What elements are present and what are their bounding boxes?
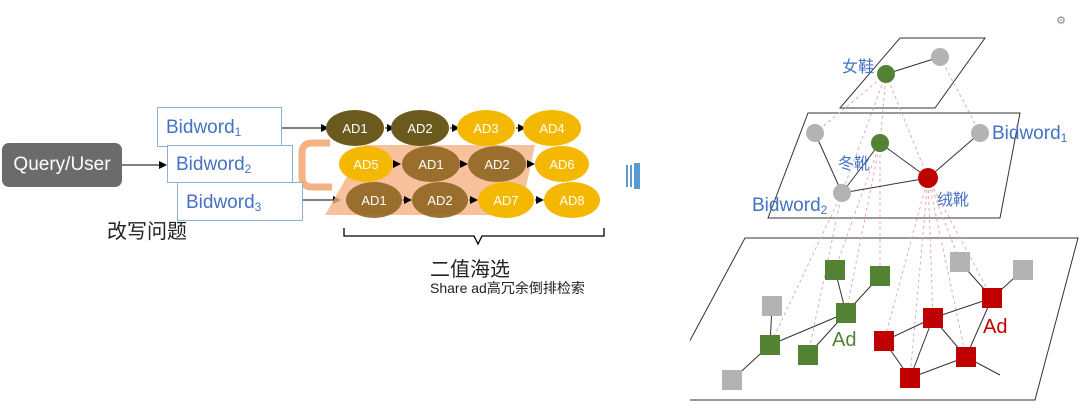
right-arrow-icon xyxy=(626,163,640,189)
gray-node xyxy=(833,184,851,202)
green-ad-node xyxy=(825,260,845,280)
red-node xyxy=(918,168,938,188)
bidword-text: Bidword xyxy=(166,117,235,138)
gray-ad-node xyxy=(950,252,970,272)
ad-label: AD6 xyxy=(549,157,574,172)
ad-node xyxy=(478,182,534,218)
ad-labels: AD1 AD2 AD3 AD4 AD5 AD1 AD2 AD6 AD1 AD2 … xyxy=(342,121,584,208)
green-ad-node xyxy=(870,266,890,286)
red-ad-node xyxy=(923,308,943,328)
graph-edge xyxy=(885,56,941,75)
ad-node xyxy=(468,146,526,182)
bidword-subscript: 1 xyxy=(234,125,242,139)
gear-icon: ⚙ xyxy=(1056,15,1066,27)
bidword2-label: Bidword2 xyxy=(752,195,827,217)
gray-node xyxy=(806,124,824,142)
gray-ad-node xyxy=(762,296,782,316)
green-node xyxy=(871,134,889,152)
ad-node xyxy=(544,182,600,218)
red-ad-node xyxy=(874,331,894,351)
bidword-text: Bidword xyxy=(186,192,255,213)
loop-arrow xyxy=(298,139,332,191)
gray-ad-node xyxy=(722,370,742,390)
graph-diagram xyxy=(690,37,1079,401)
ad-label: AD5 xyxy=(353,157,378,172)
ad-node xyxy=(391,110,449,146)
ad-label: AD3 xyxy=(473,121,498,136)
red-ad-node xyxy=(900,368,920,388)
ad-row-2 xyxy=(339,146,589,182)
ad-label: AD8 xyxy=(559,193,584,208)
red-ad-node xyxy=(982,288,1002,308)
green-ad-node xyxy=(836,303,856,323)
retrieval-diagram: AD1 AD2 AD3 AD4 AD5 AD1 AD2 AD6 AD1 AD2 … xyxy=(122,110,640,246)
green-ad-label: Ad xyxy=(832,329,857,351)
bidword-text: Bidword xyxy=(176,154,245,175)
bidword-box-3: Bidword3 xyxy=(177,182,303,221)
ad-node xyxy=(339,146,393,182)
bidword-box-2: Bidword2 xyxy=(167,145,293,183)
bidword-subscript: 3 xyxy=(254,200,262,214)
ad-label: AD1 xyxy=(418,157,443,172)
bidword-text: Bidword xyxy=(752,195,821,216)
ad-label: AD1 xyxy=(342,121,367,136)
share-ad-caption: Share ad高冗余倒排检索 xyxy=(430,280,585,296)
womens-shoes-label: 女鞋 xyxy=(842,59,875,76)
green-node xyxy=(877,65,895,83)
ad-node xyxy=(412,182,468,218)
rewrite-caption: 改写问题 xyxy=(107,221,187,243)
ad-node xyxy=(346,182,402,218)
grouping-brace xyxy=(343,228,605,246)
ad-label: AD2 xyxy=(407,121,432,136)
green-ad-node xyxy=(798,345,818,365)
red-ad-label: Ad xyxy=(983,316,1008,338)
bidword1-label: Bidword1 xyxy=(992,123,1067,145)
ad-label: AD2 xyxy=(484,157,509,172)
red-ad-node xyxy=(956,347,976,367)
winter-boots-label: 冬靴 xyxy=(838,156,871,173)
ad-node xyxy=(457,110,515,146)
green-ad-node xyxy=(760,335,780,355)
bottom-plane xyxy=(690,237,1079,401)
bidword-subscript: 2 xyxy=(244,162,252,176)
ad-node xyxy=(523,110,581,146)
ad-label: AD1 xyxy=(361,193,386,208)
bidword-subscript: 1 xyxy=(1060,131,1068,145)
cross-level-edges xyxy=(769,56,993,379)
bidword-subscript: 2 xyxy=(820,203,828,217)
ad-node xyxy=(535,146,589,182)
ad-node xyxy=(326,110,384,146)
middle-edges xyxy=(814,132,981,194)
query-user-box: Query/User xyxy=(2,143,122,187)
ad-label: AD4 xyxy=(539,121,564,136)
gray-ad-node xyxy=(1013,260,1033,280)
velvet-boots-label: 绒靴 xyxy=(937,192,970,209)
binary-selection-caption: 二值海选 xyxy=(430,259,510,281)
gray-node xyxy=(931,48,949,66)
bidword-box-1: Bidword1 xyxy=(157,107,282,147)
ad-row-1 xyxy=(326,110,581,146)
gray-node xyxy=(971,124,989,142)
middle-plane xyxy=(767,112,1021,219)
ad-label: AD7 xyxy=(493,193,518,208)
ad-row-3 xyxy=(346,182,600,218)
ad-node xyxy=(402,146,460,182)
bidword-text: Bidword xyxy=(992,123,1061,144)
ad-squares xyxy=(722,252,1033,390)
ad-label: AD2 xyxy=(427,193,452,208)
